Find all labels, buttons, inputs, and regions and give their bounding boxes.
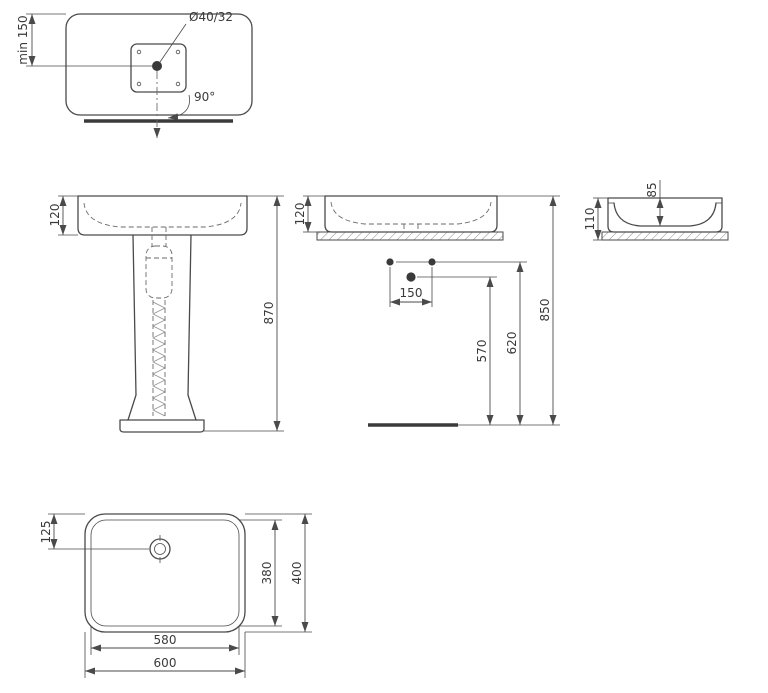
drain-hole-outer [149, 538, 171, 560]
outer-width-label: 600 [154, 656, 177, 670]
section-height-label: 110 [583, 208, 597, 231]
basin-plan-inner [90, 519, 240, 627]
faucet-plate [130, 43, 187, 93]
drain-offset-label: 125 [39, 521, 53, 544]
dim-outer-depth: 400 [245, 513, 312, 633]
pedestal-outline [127, 234, 197, 421]
dim-fixing-hole-spacing: 150 [389, 267, 433, 307]
countertop-section [601, 231, 729, 241]
dim-inner-depth: 380 [239, 519, 282, 627]
basin-top-outline [65, 13, 253, 116]
basin-section-outline [607, 197, 723, 233]
fixing-hole [386, 258, 394, 266]
rim-height-label: 850 [538, 299, 552, 322]
trap-hidden-outline [145, 245, 173, 299]
fixing-hole [428, 258, 436, 266]
drain-hole-inner [154, 543, 166, 555]
countertop-section [316, 231, 504, 241]
plate-screw-hole [175, 49, 181, 55]
bowl-hidden-line [83, 202, 242, 228]
swivel-angle-label: 90° [194, 90, 215, 104]
dim-basin-height-wall: 120 [293, 195, 325, 233]
dim-drain-height: 570 [475, 277, 494, 425]
bowl-hidden-line [330, 201, 492, 225]
basin-height-label: 120 [48, 204, 62, 227]
view-side-section: 85 110 [583, 180, 729, 241]
bowl-section-inner [613, 202, 717, 227]
basin-plan-outer [84, 513, 246, 633]
dim-outer-width: 600 [84, 632, 246, 678]
pedestal-base [119, 419, 205, 433]
view-faucet-plan: Ø40/32 min 150 90° [16, 10, 253, 138]
basin-height-label: 120 [293, 203, 307, 226]
dim-min-distance: min 150 [16, 13, 152, 67]
drain-outlet [406, 272, 416, 282]
inner-width-label: 580 [154, 633, 177, 647]
leader-line [159, 23, 187, 63]
view-installation-heights: 120 150 570 620 850 [293, 195, 560, 427]
drain-height-label: 570 [475, 340, 489, 363]
inner-depth-label: 380 [260, 562, 274, 585]
dim-inner-width: 580 [90, 626, 240, 655]
dim-drain-offset: 125 [39, 513, 149, 550]
dim-basin-height-pedestal: 120 [48, 195, 78, 236]
fixing-hole-spacing-label: 150 [400, 286, 423, 300]
basin-front-outline [77, 195, 248, 236]
view-pedestal-front: 120 870 [48, 195, 284, 433]
dim-section-height: 110 [583, 197, 608, 241]
faucet-hole-diameter-label: Ø40/32 [189, 10, 233, 24]
fixing-height-label: 620 [505, 332, 519, 355]
faucet-hole [152, 61, 162, 71]
bowl-depth-label: 85 [645, 182, 659, 197]
plate-screw-hole [136, 81, 142, 87]
dim-rim-height: 850 [497, 195, 560, 425]
swivel-arc-arrow [167, 94, 190, 121]
dim-fixing-height: 620 [505, 262, 524, 425]
total-height-label: 870 [262, 302, 276, 325]
dim-bowl-depth: 85 [645, 180, 664, 226]
plate-screw-hole [175, 81, 181, 87]
basin-front-outline [324, 195, 498, 233]
outer-depth-label: 400 [290, 562, 304, 585]
min-distance-label: min 150 [16, 15, 30, 64]
view-basin-plan: 125 380 400 580 600 [39, 513, 312, 678]
dim-total-height: 870 [204, 195, 284, 432]
plate-screw-hole [136, 49, 142, 55]
flexible-pipe-texture [152, 301, 166, 417]
